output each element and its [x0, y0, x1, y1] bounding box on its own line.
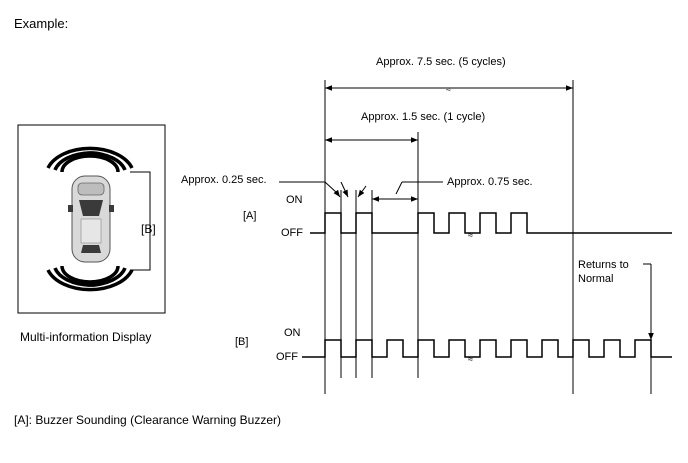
signal-a-off-label: OFF: [281, 227, 303, 239]
on-time-annotation: Approx. 0.25 sec.: [181, 174, 367, 198]
signal-a-waveform: [310, 212, 672, 234]
off-time-label: Approx. 0.75 sec.: [447, 176, 533, 188]
signal-b-label: [B]: [235, 336, 248, 348]
display-caption: Multi-information Display: [20, 330, 151, 344]
footnote: [A]: Buzzer Sounding (Clearance Warning …: [14, 413, 281, 427]
signal-b-break-mark: ≈: [468, 354, 473, 364]
signal-a-on-label: ON: [286, 194, 303, 206]
car-top-view-icon: [68, 175, 114, 263]
display-bracket: [130, 171, 151, 271]
display-bracket-label: [B]: [141, 222, 156, 236]
signal-b-off-label: OFF: [276, 351, 298, 363]
cycle-span-dimension: Approx. 1.5 sec. (1 cycle): [325, 111, 485, 143]
off-time-annotation: Approx. 0.75 sec.: [372, 176, 533, 202]
signal-a: [A] ON OFF ≈: [243, 194, 672, 240]
example-heading: Example:: [14, 16, 68, 31]
returns-to-normal-line1: Returns to: [578, 259, 629, 271]
multi-information-display: [B]: [17, 124, 166, 314]
on-time-label: Approx. 0.25 sec.: [181, 174, 267, 186]
reference-lines: [324, 80, 652, 394]
front-sensor-arcs-icon: [46, 146, 134, 173]
total-span-dimension: Approx. 7.5 sec. (5 cycles) ≈: [325, 56, 573, 94]
signal-b-waveform: [302, 339, 672, 358]
returns-to-normal-callout: Returns to Normal: [578, 259, 654, 340]
rear-sensor-arcs-icon: [46, 265, 134, 292]
signal-b: [B] ON OFF ≈: [235, 327, 672, 364]
break-mark: ≈: [446, 84, 451, 94]
total-span-label: Approx. 7.5 sec. (5 cycles): [376, 56, 506, 68]
returns-to-normal-line2: Normal: [578, 273, 613, 285]
signal-a-label: [A]: [243, 210, 256, 222]
signal-a-break-mark: ≈: [468, 230, 473, 240]
signal-b-on-label: ON: [284, 327, 301, 339]
cycle-span-label: Approx. 1.5 sec. (1 cycle): [361, 111, 485, 123]
